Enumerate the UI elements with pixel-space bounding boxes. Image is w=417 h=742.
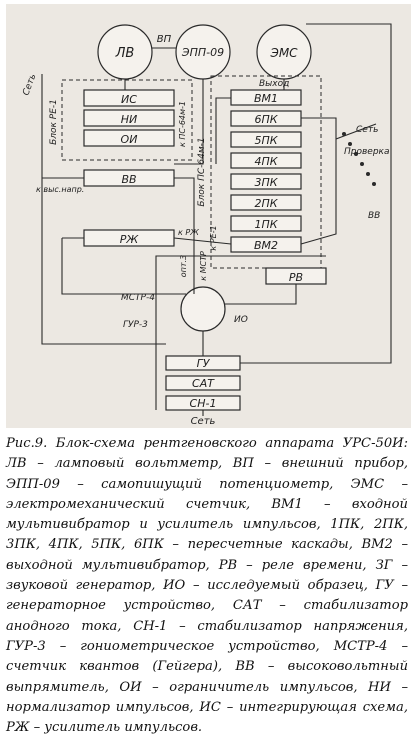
switch-arm — [335, 123, 377, 140]
block-ps-label: Блок ПС-64м-1 — [197, 137, 207, 206]
switch-wire — [300, 117, 337, 245]
oi-label: ОИ — [121, 133, 138, 146]
block-re1-frame — [61, 79, 193, 161]
rzh-label: РЖ — [120, 233, 140, 246]
is-label: ИС — [121, 93, 137, 106]
mstr4-label: МСТР-4 — [121, 293, 155, 303]
vm2-label: ВМ2 — [254, 239, 278, 252]
figure-caption: Рис.9. Блок-схема рентгеновского аппарат… — [6, 436, 408, 736]
sn1-label: СН-1 — [190, 397, 217, 410]
set-right-label: Сеть — [356, 125, 378, 135]
block-diagram-figure: ЛВ ЭПП-09 ЭМС ВП ИС НИ ОИ Блок РЕ-1 Сеть… — [6, 4, 411, 428]
pk3-block — [230, 173, 302, 190]
vp-label: ВП — [157, 34, 172, 45]
vv-label: ВВ — [121, 173, 136, 186]
block-diagram-svg: ЛВ ЭПП-09 ЭМС ВП ИС НИ ОИ Блок РЕ-1 Сеть… — [21, 23, 392, 427]
io-label: ИО — [234, 315, 248, 325]
pk1-label: 1ПК — [254, 218, 278, 231]
sat-block — [165, 375, 241, 391]
vm2-block — [230, 236, 302, 253]
opt-label: опт.3 — [179, 255, 188, 277]
vm1-label: ВМ1 — [254, 92, 278, 105]
k-mstr-label: к МСТР — [199, 251, 208, 281]
block-re1-label: Блок РЕ-1 — [49, 99, 59, 145]
vys-label: к выс.напр. — [36, 185, 84, 194]
connection-lines — [41, 23, 392, 416]
ps-top-label: к ПС-64м-1 — [178, 101, 187, 147]
switch-contacts — [342, 132, 376, 186]
set-bottom-label: Сеть — [191, 416, 216, 427]
ni-block — [83, 109, 175, 127]
lv-label: ЛВ — [115, 46, 135, 61]
pk6-label: 6ПК — [254, 113, 278, 126]
pk5-block — [230, 131, 302, 148]
rv-label: РВ — [289, 271, 303, 284]
ems-label: ЭМС — [269, 46, 298, 60]
proverka-label: Проверка — [344, 147, 390, 157]
gur3-label: ГУР-3 — [123, 320, 148, 330]
set-left-label: Сеть — [21, 73, 38, 97]
sat-label: САТ — [192, 377, 215, 390]
k-re1-label: к РЕ-1 — [209, 225, 218, 250]
pk3-label: 3ПК — [254, 176, 278, 189]
pk4-label: 4ПК — [254, 155, 278, 168]
gu-label: ГУ — [197, 357, 211, 370]
ni-label: НИ — [121, 113, 138, 126]
epp-label: ЭПП-09 — [181, 46, 224, 59]
pk5-label: 5ПК — [254, 134, 278, 147]
gur-circle — [180, 286, 226, 332]
pk4-block — [230, 152, 302, 169]
vv-switch-label: ВВ — [368, 211, 380, 221]
vykhod-label: Выход — [259, 79, 289, 89]
pk1-block — [230, 215, 302, 232]
pk2-block — [230, 194, 302, 211]
oi-block — [83, 129, 175, 147]
pk2-label: 2ПК — [254, 197, 278, 210]
is-block — [83, 89, 175, 107]
k-rzh-label: к РЖ — [178, 228, 199, 237]
